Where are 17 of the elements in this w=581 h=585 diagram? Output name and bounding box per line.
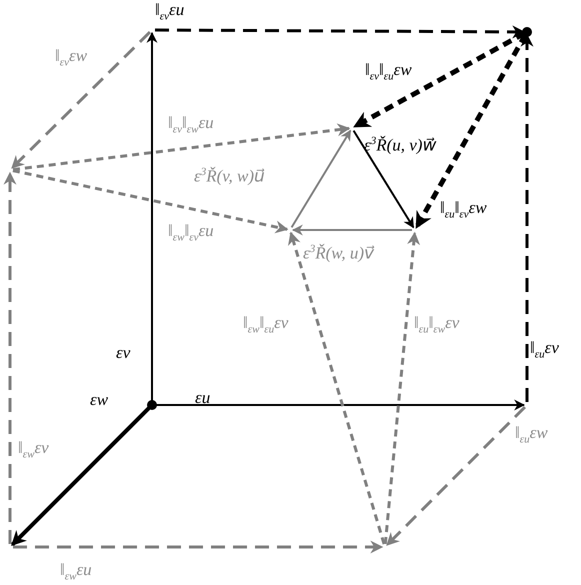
vector-label: ε$^{3}$Ř(v, w)u⃗ xyxy=(194,165,265,187)
vector-label: ‖$_{εv}$‖$_{εu}$εw xyxy=(365,60,412,84)
vector-label: εv xyxy=(116,343,130,363)
vector-label: ‖$_{εu}$εv xyxy=(530,338,559,362)
vector-label: ‖$_{εw}$‖$_{εu}$εv xyxy=(243,313,288,338)
vector-label: εu xyxy=(195,388,210,408)
vector-label: ‖$_{εv}$εw xyxy=(55,46,88,70)
vector-label: εw xyxy=(90,390,108,410)
vector-label: ‖$_{εv}$‖$_{εw}$εu xyxy=(168,113,214,138)
vector-label: ‖$_{εu}$‖$_{εw}$εv xyxy=(414,313,460,338)
vector-label: ‖$_{εw}$‖$_{εv}$εu xyxy=(168,221,214,246)
vector-label: ‖$_{εv}$εu xyxy=(155,0,184,24)
vector-label: ε$^{3}$Ř(w, u)v⃗ xyxy=(303,242,374,264)
vector-label: ‖$_{εw}$εu xyxy=(60,560,92,584)
vector-label: ‖$_{εw}$εv xyxy=(18,438,49,462)
vector-label: ‖$_{εu}$‖$_{εv}$εw xyxy=(440,198,487,222)
vector-label: ‖$_{εu}$εw xyxy=(515,423,548,448)
